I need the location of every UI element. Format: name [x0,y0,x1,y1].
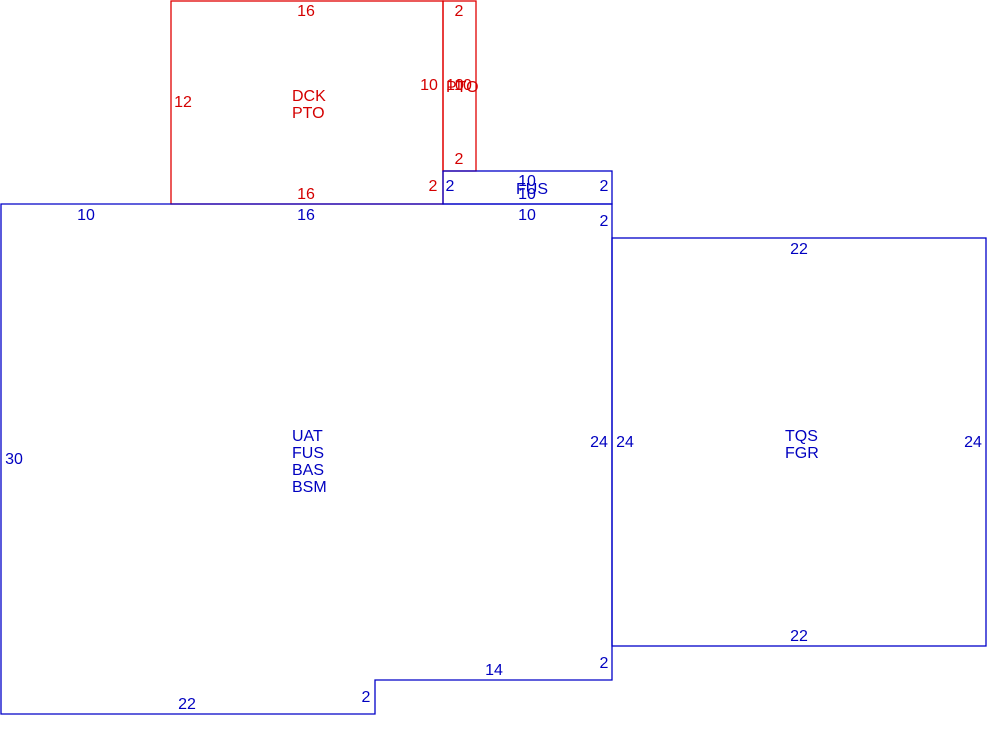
fus-small-code: FUS [516,181,548,198]
main-dim-bottom: 22 [178,696,196,713]
main-dim-bottom-step: 14 [485,662,503,679]
strip-dim-bottom-left: 2 [429,178,438,195]
main-dim-bottom-notch-right: 2 [600,655,609,672]
strip-dim-top: 2 [455,3,464,20]
main-code-2: FUS [292,445,324,462]
garage-dim-right: 24 [964,434,982,451]
fus-small-dim-top: 10 [518,173,536,190]
main-code-1: UAT [292,428,323,445]
strip-dim-bottom: 2 [455,151,464,168]
deck-code-1: DCK [292,88,326,105]
garage-dim-left: 24 [616,434,634,451]
garage-code-1: TQS [785,428,818,445]
main-outline [0,203,613,715]
fus-small-dim-bottom: 10 [518,186,536,203]
main-dim-top-mid: 16 [297,207,315,224]
deck-dim-bottom: 16 [297,186,315,203]
garage-dim-top: 22 [790,241,808,258]
garage-outline [611,237,987,647]
deck-dim-top: 16 [297,3,315,20]
fus-small-dim-right: 2 [600,178,609,195]
main-dim-top-right: 10 [518,207,536,224]
main-dim-right-notch: 2 [600,213,609,230]
main-dim-right: 24 [590,434,608,451]
main-code-3: BAS [292,462,324,479]
strip-dim-right: 10 [454,77,472,94]
main-dim-left: 30 [5,451,23,468]
garage-code-2: FGR [785,445,819,462]
deck-dim-right: 10 [420,77,438,94]
fus-small-dim-left: 2 [446,178,455,195]
main-code-4: BSM [292,479,327,496]
deck-code-2: PTO [292,105,325,122]
main-dim-step-drop: 2 [362,689,371,706]
strip-dim-left: 10 [446,77,464,94]
garage-dim-bottom: 22 [790,628,808,645]
strip-code: PTO [446,79,479,96]
deck-dim-left: 12 [174,94,192,111]
main-dim-top-left: 10 [77,207,95,224]
